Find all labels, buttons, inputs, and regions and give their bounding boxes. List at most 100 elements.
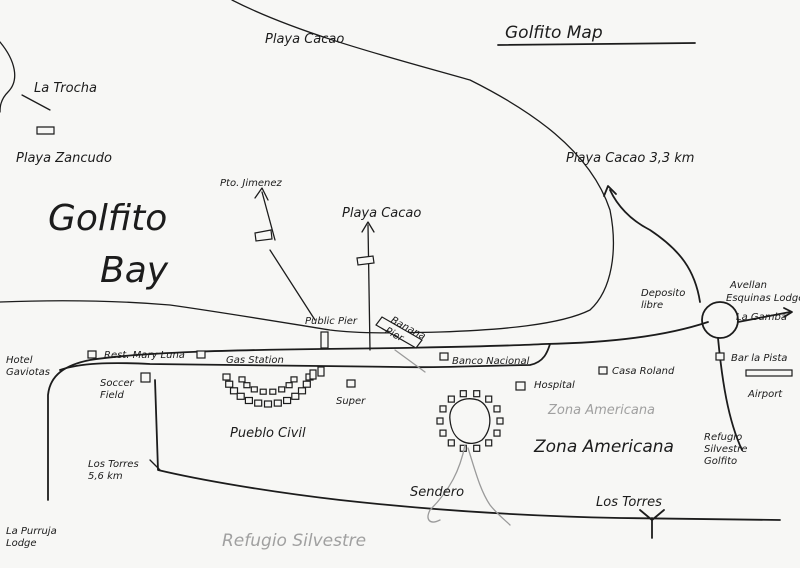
arrow-pto-jimenez-icon — [254, 187, 269, 201]
label-sendero: Sendero — [410, 485, 464, 500]
building-icon — [254, 399, 263, 407]
building-icon — [238, 376, 246, 383]
label-super: Super — [336, 396, 366, 407]
zona-americana-houses — [436, 390, 504, 452]
building-icon — [263, 400, 273, 408]
building-icon — [459, 390, 467, 398]
building-icon — [222, 373, 231, 381]
building-icon — [439, 429, 447, 437]
label-playa-cacao-mid: Playa Cacao — [342, 206, 421, 221]
building-icon — [140, 372, 151, 383]
building-icon — [439, 352, 449, 361]
arrow-playa-cacao-icon — [603, 185, 617, 197]
boat-icon — [356, 255, 375, 266]
antenna-icon — [639, 509, 665, 539]
arrow-playa-cacao-ferry-icon — [361, 221, 375, 233]
label-bar-la-pista: Bar la Pista — [731, 353, 787, 364]
building-icon — [283, 396, 292, 405]
label-public-pier: Public Pier — [305, 316, 358, 327]
label-pto-jimenez: Pto. Jimenez — [220, 178, 283, 189]
building-icon — [473, 390, 481, 398]
building-icon — [493, 429, 501, 437]
label-bay-line2: Bay — [100, 250, 169, 291]
pueblo-civil-houses — [222, 373, 314, 408]
building-icon — [285, 382, 293, 389]
label-pueblo-civil: Pueblo Civil — [230, 426, 306, 441]
boat-icon — [36, 126, 55, 135]
building-icon — [309, 369, 317, 380]
label-casa-roland: Casa Roland — [612, 366, 675, 377]
building-icon — [243, 382, 251, 389]
label-playa-cacao-top: Playa Cacao — [265, 32, 344, 47]
building-icon — [236, 392, 245, 400]
building-icon — [244, 396, 253, 405]
peninsula-coastline — [0, 0, 615, 334]
road-tick — [149, 459, 161, 471]
building-icon — [278, 386, 286, 393]
label-playa-zancudo: Playa Zancudo — [16, 151, 112, 166]
road-to-airport — [717, 337, 743, 451]
label-airport: Airport — [747, 389, 783, 400]
building-icon — [269, 388, 277, 395]
label-hospital: Hospital — [534, 380, 575, 391]
label-gas-station: Gas Station — [226, 355, 284, 366]
ferry-route-playa-cacao — [367, 224, 371, 351]
label-bay-line1: Golfito — [48, 198, 167, 239]
building-icon — [225, 380, 234, 388]
coastal-road-inner — [59, 343, 551, 371]
label-rest-mary-luna: Rest. Mary Luna — [104, 350, 185, 361]
building-icon — [715, 352, 725, 361]
roundabout — [701, 301, 739, 339]
building-icon — [447, 395, 455, 403]
building-icon — [496, 417, 504, 425]
label-los-torres: Los Torres — [596, 495, 662, 510]
label-zona-americana-faint: Zona Americana — [547, 403, 655, 418]
arrow-east-icon — [783, 307, 793, 318]
building-icon — [87, 350, 97, 359]
building-icon — [290, 376, 298, 383]
inland-road — [154, 379, 781, 521]
coastal-road — [47, 321, 709, 501]
building-icon — [250, 386, 258, 393]
label-avellan: Avellan — [729, 280, 767, 291]
ferry-route-jimenez — [269, 249, 316, 321]
banana-pier — [375, 316, 423, 349]
building-icon — [439, 405, 447, 413]
label-la-trocha: La Trocha — [34, 81, 97, 96]
building-icon — [485, 439, 493, 447]
western-shoreline — [0, 41, 16, 113]
building-icon — [273, 399, 282, 407]
building-icon — [436, 417, 444, 425]
building-icon — [317, 366, 325, 377]
building-icon — [485, 395, 493, 403]
building-icon — [346, 379, 356, 388]
road-to-la-gamba — [737, 311, 791, 323]
label-la-gamba: La Gamba — [736, 312, 787, 323]
airstrip — [745, 369, 793, 377]
building-icon — [473, 444, 481, 452]
map-title: Golfito Map — [505, 23, 603, 43]
building-icon — [447, 439, 455, 447]
building-icon — [515, 381, 526, 391]
road-to-playa-cacao — [609, 189, 701, 303]
label-banco-nacional: Banco Nacional — [452, 356, 530, 367]
building-icon — [302, 380, 311, 388]
label-playa-cacao-distance: Playa Cacao 3,3 km — [566, 151, 694, 166]
label-refugio-silvestre: Refugio Silvestre — [222, 531, 366, 551]
building-icon — [229, 387, 239, 395]
sendero-trail — [427, 444, 511, 526]
public-pier — [320, 331, 329, 349]
zona-americana-loop — [449, 398, 491, 444]
ferry-line-jimenez — [261, 191, 276, 241]
sketch-line — [394, 349, 426, 373]
building-icon — [259, 388, 267, 395]
route-la-trocha — [21, 94, 51, 111]
building-icon — [196, 350, 206, 359]
